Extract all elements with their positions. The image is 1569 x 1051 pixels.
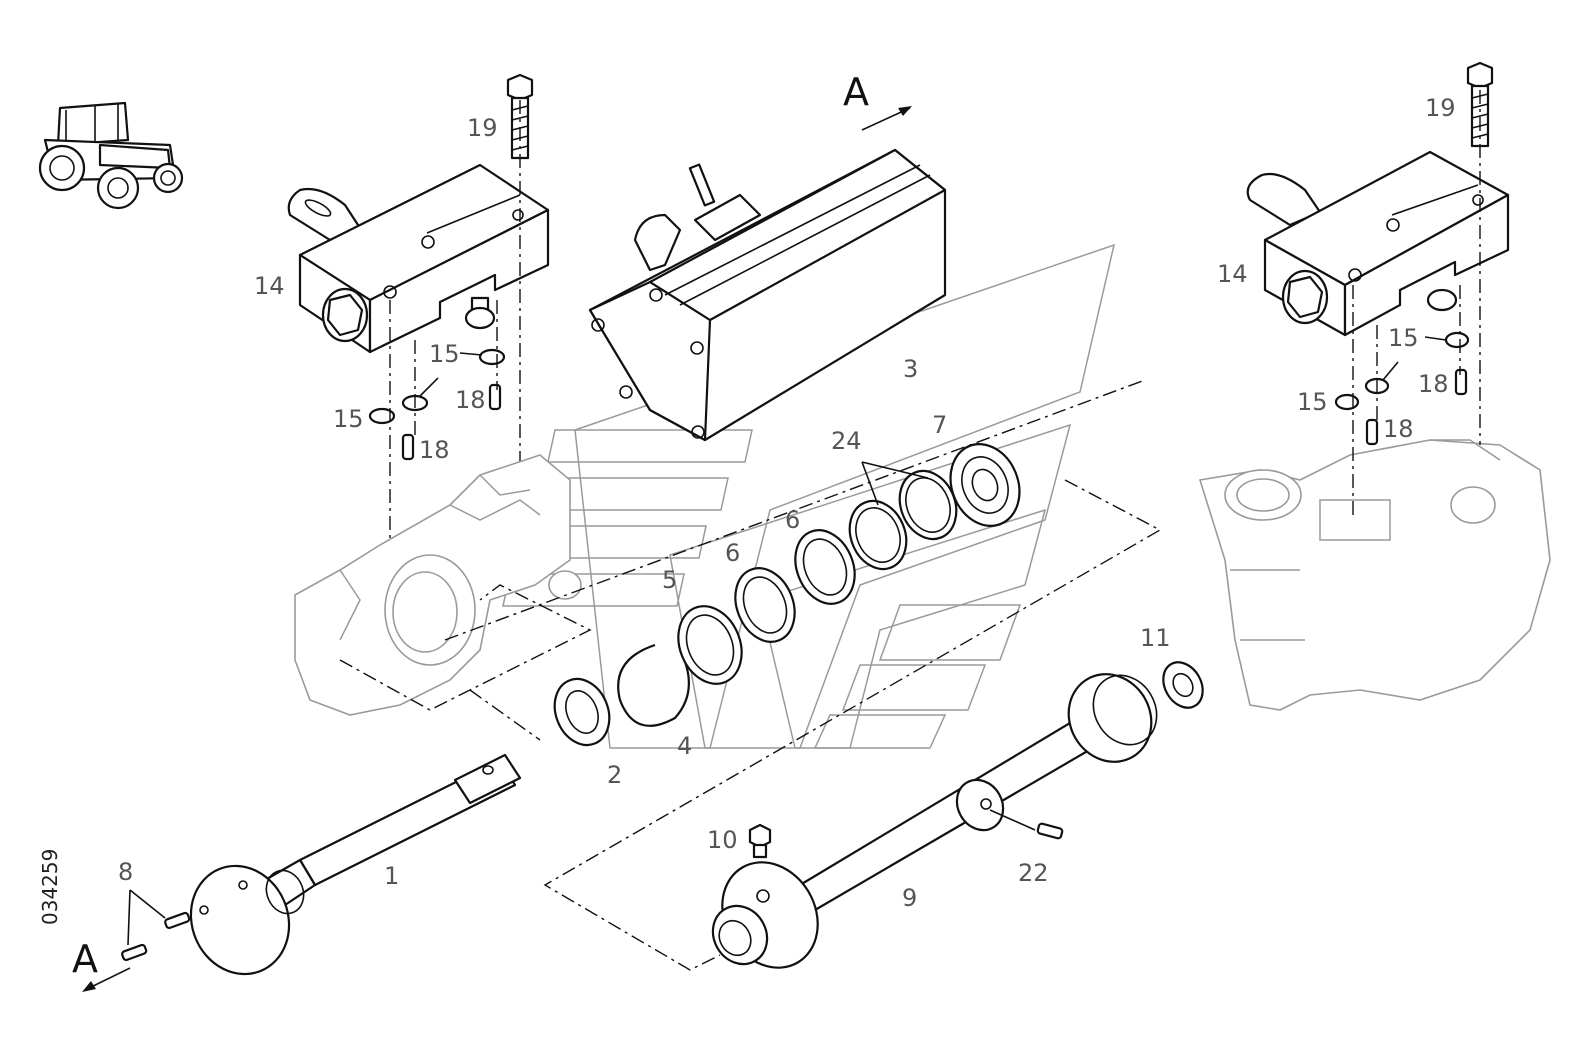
callout-11: 11 (1140, 624, 1171, 652)
left-valve-block (287, 73, 550, 560)
callout-22: 22 (1018, 859, 1049, 887)
view-arrow-bottom (82, 967, 131, 992)
callout-8: 8 (118, 858, 133, 886)
tractor-icon (38, 101, 184, 210)
callout-18d: 18 (1383, 415, 1414, 443)
callout-9: 9 (902, 884, 917, 912)
callout-6b: 6 (785, 506, 800, 534)
left-housing (294, 454, 582, 716)
view-label-top: A (843, 70, 869, 114)
callout-3: 3 (903, 355, 918, 383)
callout-7: 7 (932, 411, 947, 439)
view-arrow-top (861, 106, 912, 131)
callout-4: 4 (677, 732, 692, 760)
figure-code: 034259 (38, 849, 62, 925)
callout-15c: 15 (1388, 324, 1419, 352)
callout-14-right: 14 (1217, 260, 1248, 288)
callout-1: 1 (384, 862, 399, 890)
callout-18a: 18 (455, 386, 486, 414)
actuator-body (588, 148, 947, 442)
callout-2: 2 (607, 761, 622, 789)
callout-18b: 18 (419, 436, 450, 464)
callout-14-left: 14 (254, 272, 285, 300)
assembly-outline (339, 479, 1162, 971)
callout-18c: 18 (1418, 370, 1449, 398)
callout-15d: 15 (1297, 388, 1328, 416)
callout-19-left: 19 (467, 114, 498, 142)
callout-24: 24 (831, 427, 862, 455)
view-label-bottom: A (72, 937, 98, 981)
callout-15b: 15 (333, 405, 364, 433)
callout-5: 5 (662, 566, 677, 594)
seal-ring-stack (444, 379, 1146, 747)
right-housing (1198, 439, 1551, 711)
watermark-logo (502, 243, 1116, 749)
callout-10: 10 (707, 826, 738, 854)
callout-15a: 15 (429, 340, 460, 368)
shaft-1 (121, 753, 522, 976)
right-valve-block (1246, 61, 1510, 520)
shaft-9 (711, 661, 1204, 969)
callout-19-right: 19 (1425, 94, 1456, 122)
callout-6a: 6 (725, 539, 740, 567)
